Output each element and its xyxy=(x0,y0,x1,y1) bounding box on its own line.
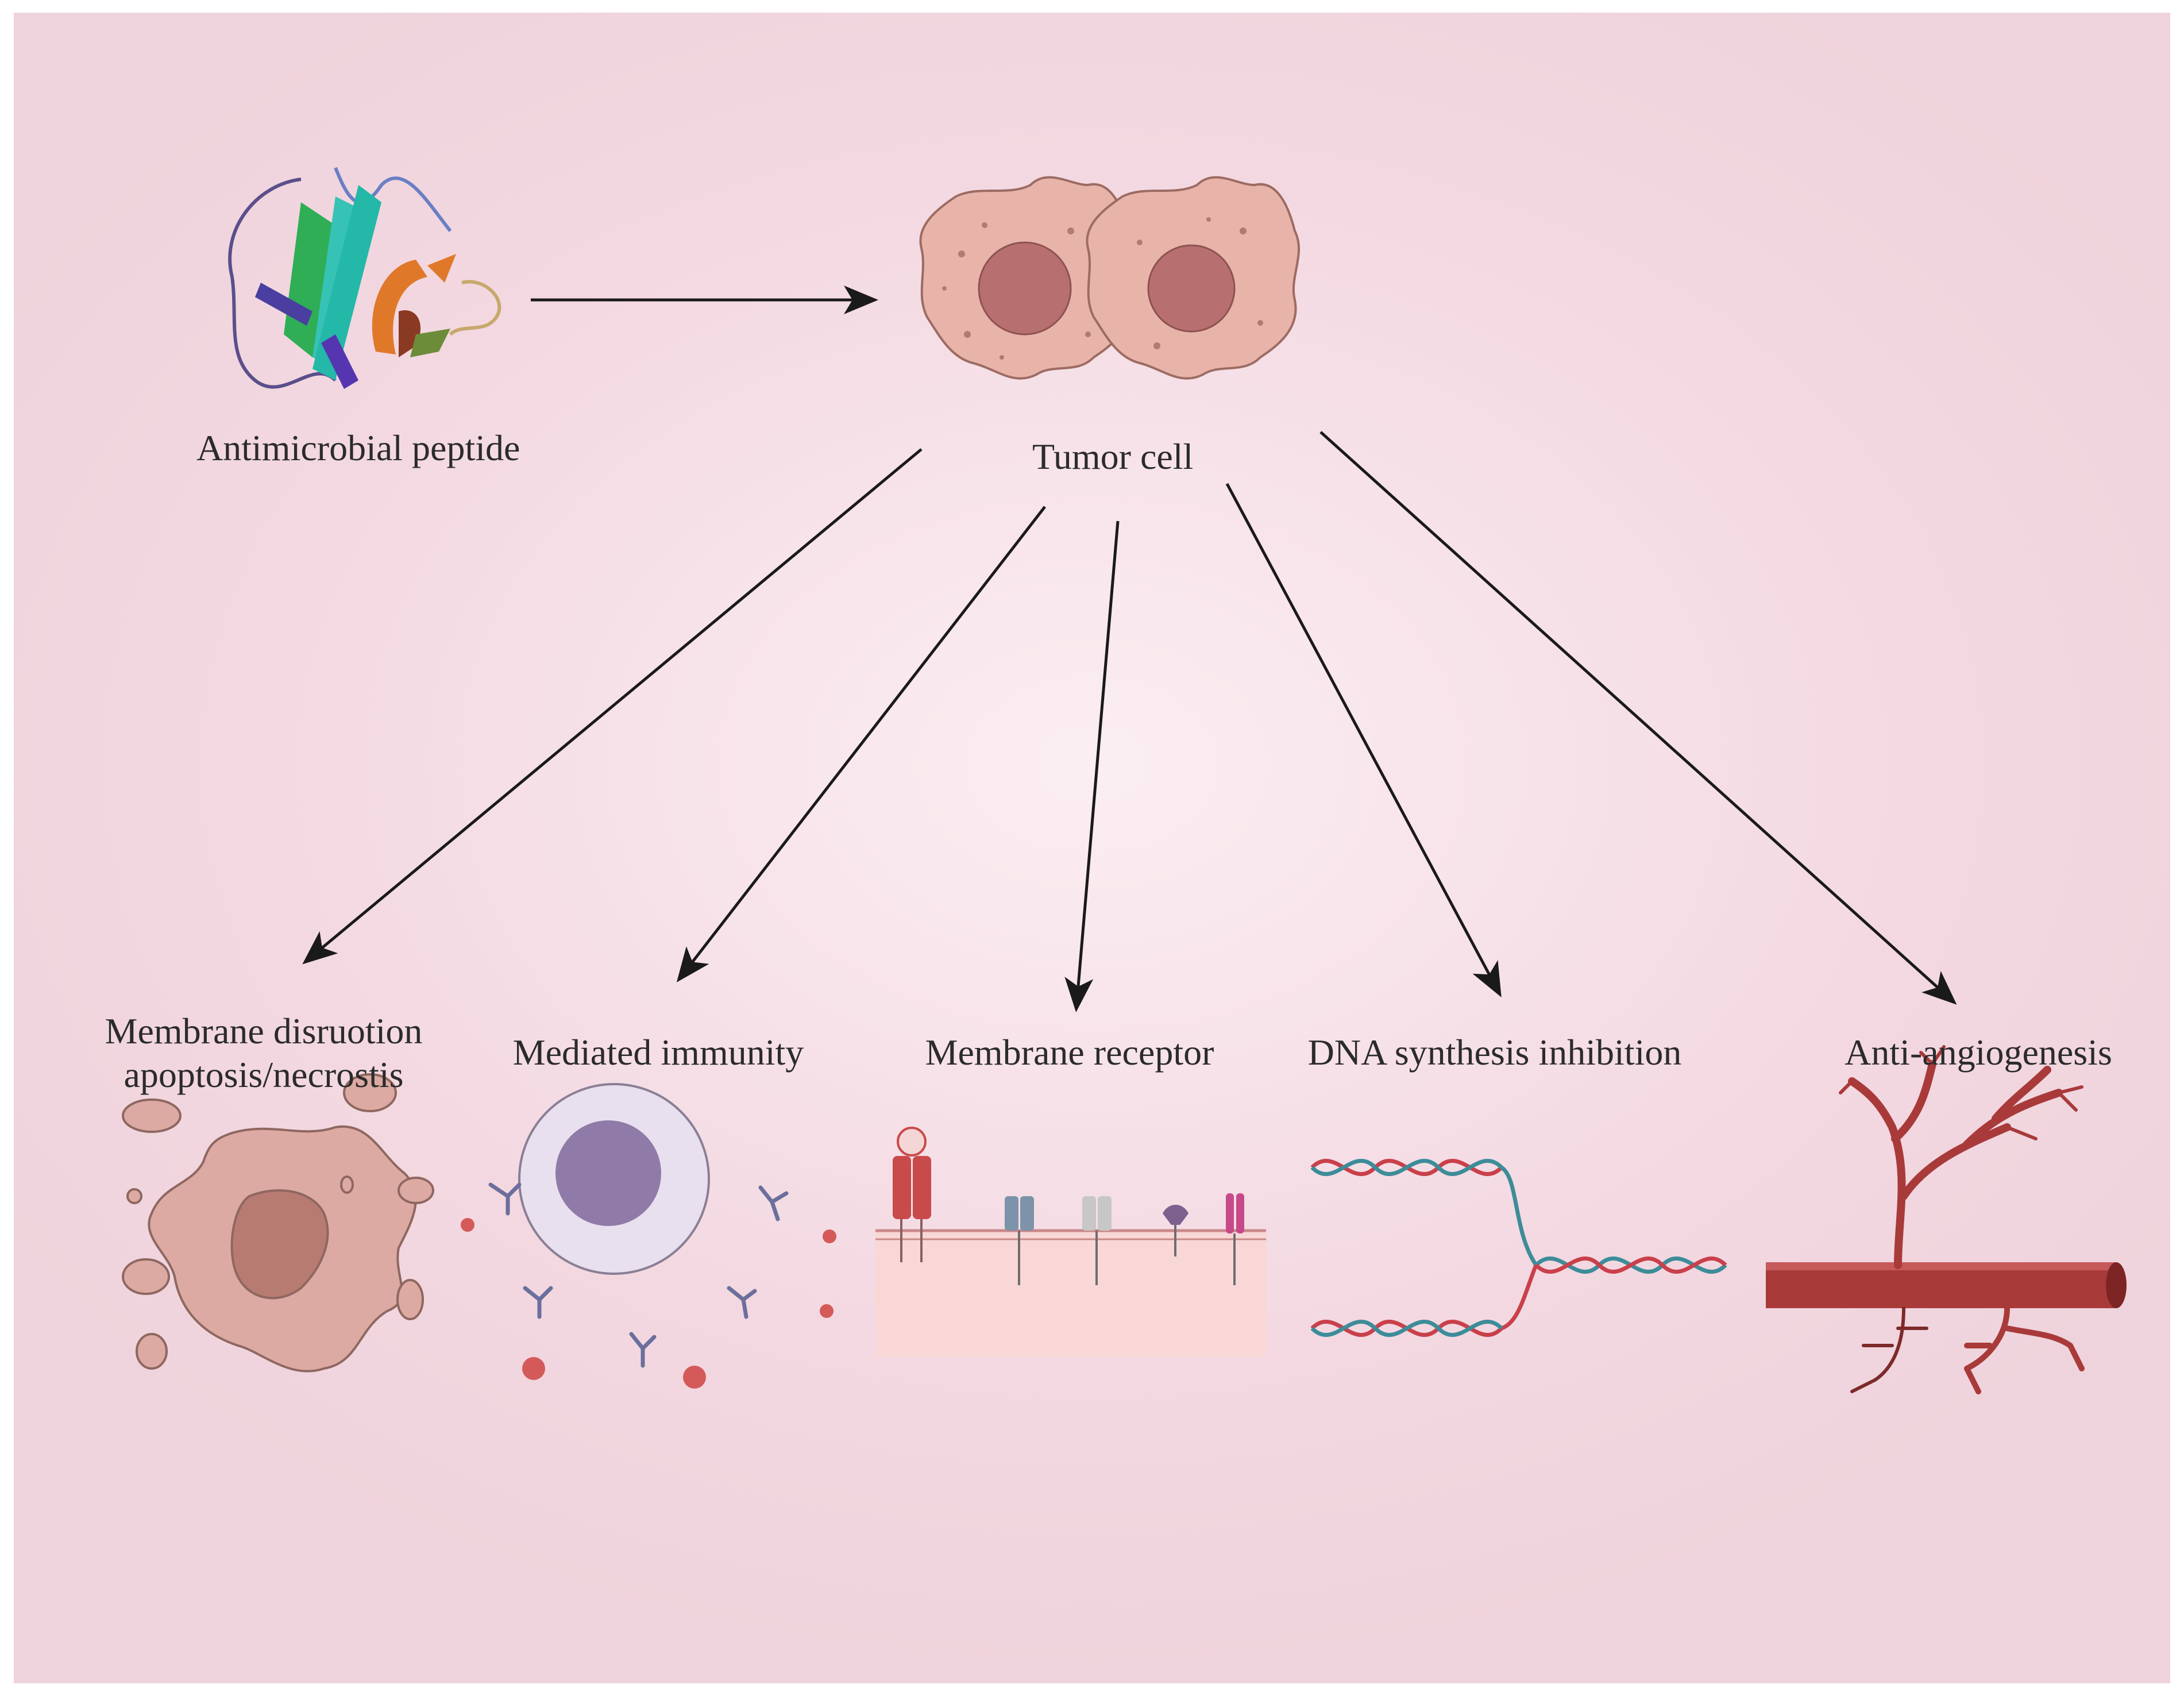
mechanism-label-dna-inhibition: DNA synthesis inhibition xyxy=(1307,1032,1682,1073)
diagram-canvas: Antimicrobial peptide Tumor cell Membran… xyxy=(14,13,2170,1683)
mechanism-1-line2: apoptosis/necrostis xyxy=(124,1054,404,1095)
arrow-to-dna-inhibition xyxy=(1225,483,1502,997)
arrow-to-membrane-receptor xyxy=(1064,521,1120,1012)
dna-helix-icon xyxy=(1310,1158,1727,1337)
peptide-structure-icon xyxy=(228,167,501,389)
immune-cell-icon xyxy=(461,1083,836,1389)
mechanism-label-membrane-disruption: Membrane disruotion apoptosis/necrostis xyxy=(105,1009,423,1096)
membrane-receptor-icon xyxy=(875,1127,1266,1357)
antimicrobial-peptide-label: Antimicrobial peptide xyxy=(196,427,520,468)
arrow-to-anti-angiogenesis xyxy=(1319,431,1957,1005)
mechanism-label-membrane-receptor: Membrane receptor xyxy=(925,1032,1214,1073)
mechanism-label-mediated-immunity: Mediated immunity xyxy=(512,1032,804,1073)
arrow-to-membrane-disruption xyxy=(302,448,923,965)
mechanism-label-anti-angiogenesis: Anti-angiogenesis xyxy=(1845,1032,2112,1073)
tumor-cell-icon xyxy=(919,176,1301,380)
ruptured-cell-icon xyxy=(122,1073,434,1373)
arrow-to-mediated-immunity xyxy=(676,506,1046,982)
diagram-graphics xyxy=(122,167,2127,1394)
blood-vessel-icon xyxy=(1766,1045,2127,1394)
tumor-cell-label: Tumor cell xyxy=(1032,436,1194,477)
mechanism-1-line1: Membrane disruotion xyxy=(105,1011,423,1051)
